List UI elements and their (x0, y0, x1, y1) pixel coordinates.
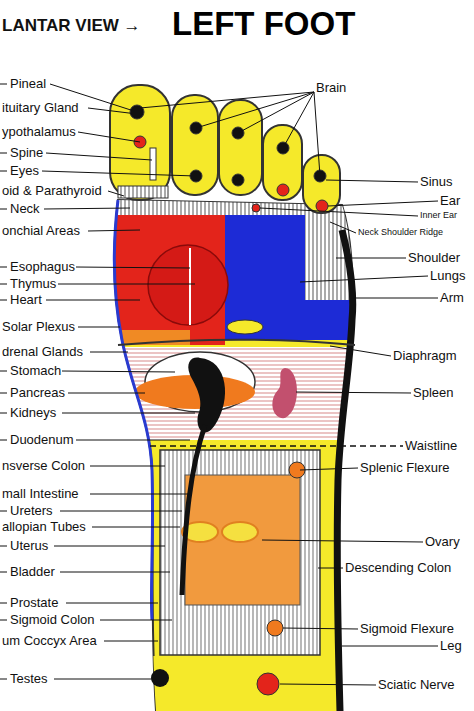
organ-label: allopian Tubes (2, 519, 86, 535)
sigmoid-flexure-dot (267, 620, 283, 636)
organ-label: um Coccyx Area (2, 633, 97, 649)
spine-edge (115, 200, 153, 620)
organ-label: Sigmoid Colon (10, 612, 95, 628)
organ-label: Bladder (10, 564, 55, 580)
inner-ear-dot (252, 204, 260, 212)
testes-dot (151, 669, 169, 687)
organ-label: Leg (440, 638, 462, 654)
spine-bar (150, 148, 156, 180)
esophagus-line (189, 248, 191, 325)
organ-label: Uterus (10, 538, 48, 554)
second-toe (172, 95, 218, 195)
organ-label: Ovary (425, 534, 460, 550)
little-toe (303, 155, 340, 213)
solar-plexus-zone (227, 320, 263, 334)
organ-label: Lungs (430, 268, 465, 284)
reflex-zones (110, 196, 360, 711)
organ-label: Testes (10, 671, 48, 687)
organ-label: Sciatic Nerve (378, 677, 455, 693)
organ-label: Solar Plexus (2, 319, 75, 335)
organ-label: Descending Colon (345, 560, 451, 576)
organ-label: Ureters (10, 503, 53, 519)
organ-label: ituitary Gland (2, 100, 79, 116)
organ-label: Arm (440, 290, 464, 306)
organ-label: Prostate (10, 595, 58, 611)
organ-label: Stomach (10, 363, 61, 379)
organ-label: Neck (10, 201, 40, 217)
sciatic-dot (257, 673, 279, 695)
organ-label: Pancreas (10, 385, 65, 401)
ear-dot (277, 184, 289, 196)
organ-label: Brain (316, 80, 346, 96)
kidney-zone (188, 358, 225, 433)
organ-label: Duodenum (10, 432, 74, 448)
toes (110, 85, 340, 213)
organ-label: Heart (10, 292, 42, 308)
organ-label: mall Intestine (2, 486, 79, 502)
organ-label: Neck Shoulder Ridge (358, 227, 443, 238)
organ-label: drenal Glands (2, 344, 83, 360)
organ-label: Sigmoid Flexure (360, 621, 454, 637)
organ-label: Waistline (405, 438, 457, 454)
organ-label: Spine (10, 145, 43, 161)
organ-label: Inner Ear (420, 210, 457, 221)
organ-label: nsverse Colon (2, 458, 85, 474)
abdomen-zone (110, 347, 360, 440)
organ-label: Sinus (420, 174, 453, 190)
organ-label: Thymus (10, 276, 56, 292)
organ-label: Shoulder (408, 250, 460, 266)
view-label: LANTAR VIEW → (2, 16, 141, 36)
organ-label: Spleen (413, 385, 453, 401)
ureter-line (182, 425, 205, 595)
organ-label: oid & Parathyroid (2, 183, 102, 199)
leader-lines (0, 84, 438, 685)
fourth-toe (263, 125, 302, 200)
ovary-spot (222, 522, 258, 542)
arm-leg-edge (337, 230, 353, 711)
eye-dot (232, 174, 244, 186)
organ-label: Splenic Flexure (360, 460, 450, 476)
organ-label: Kidneys (10, 405, 56, 421)
heel-zone (110, 656, 360, 711)
organ-label: Pineal (10, 76, 46, 92)
toe-base-band (118, 186, 168, 198)
big-toe (110, 85, 170, 200)
organ-label: Eyes (10, 163, 39, 179)
heart-zone (148, 245, 228, 325)
ear-dot (316, 200, 328, 212)
organ-label: ypothalamus (2, 124, 76, 140)
organ-label: Ear (440, 193, 460, 209)
spleen-zone (272, 368, 297, 418)
organ-label: onchial Areas (2, 223, 80, 239)
diagram-title: LEFT FOOT (172, 4, 355, 44)
organ-label: Esophagus (10, 259, 75, 275)
waistline-line (150, 445, 403, 447)
organ-label: Diaphragm (393, 348, 457, 364)
diaphragm-line (118, 340, 355, 345)
